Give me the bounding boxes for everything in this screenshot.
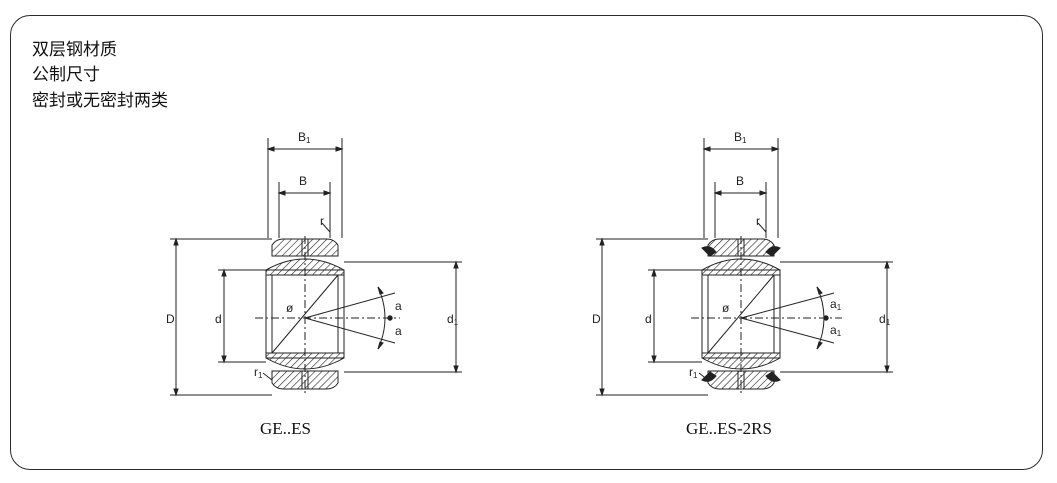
label-D: D xyxy=(592,312,601,326)
label-r1: r1 xyxy=(689,365,698,380)
label-a1-top: a1 xyxy=(830,297,842,312)
label-b1: B1 xyxy=(734,130,747,145)
label-b: B xyxy=(736,174,744,188)
label-r1: r1 xyxy=(254,365,263,380)
diagram-ge-es-2rs-labels: B1 B r D d ø r1 d1 a1 a1 GE..ES-2RS xyxy=(592,130,891,438)
diagram-ge-es-2rs xyxy=(596,138,893,397)
label-phi: ø xyxy=(722,301,730,315)
label-r: r xyxy=(320,214,324,228)
content-frame xyxy=(10,15,1043,470)
label-d: d xyxy=(645,312,652,326)
feature-metric-size: 公制尺寸 xyxy=(32,65,100,85)
label-d1: d1 xyxy=(879,312,891,327)
label-a-bottom: a xyxy=(395,324,402,338)
label-a-top: a xyxy=(395,299,402,313)
caption-ge-es-2rs: GE..ES-2RS xyxy=(686,419,772,438)
label-a1-bottom: a1 xyxy=(830,323,842,338)
label-d: d xyxy=(215,312,222,326)
label-D: D xyxy=(166,312,175,326)
feature-material: 双层钢材质 xyxy=(32,40,117,60)
caption-ge-es: GE..ES xyxy=(260,419,311,438)
label-b: B xyxy=(299,174,307,188)
diagram-ge-es xyxy=(170,138,462,397)
diagram-ge-es-labels: B1 B r D d ø r1 d1 a a GE..ES xyxy=(166,130,459,438)
label-d1: d1 xyxy=(447,312,459,327)
label-phi: ø xyxy=(286,301,294,315)
label-b1: B1 xyxy=(298,130,311,145)
label-r: r xyxy=(756,214,760,228)
feature-seal-types: 密封或无密封两类 xyxy=(32,91,168,111)
